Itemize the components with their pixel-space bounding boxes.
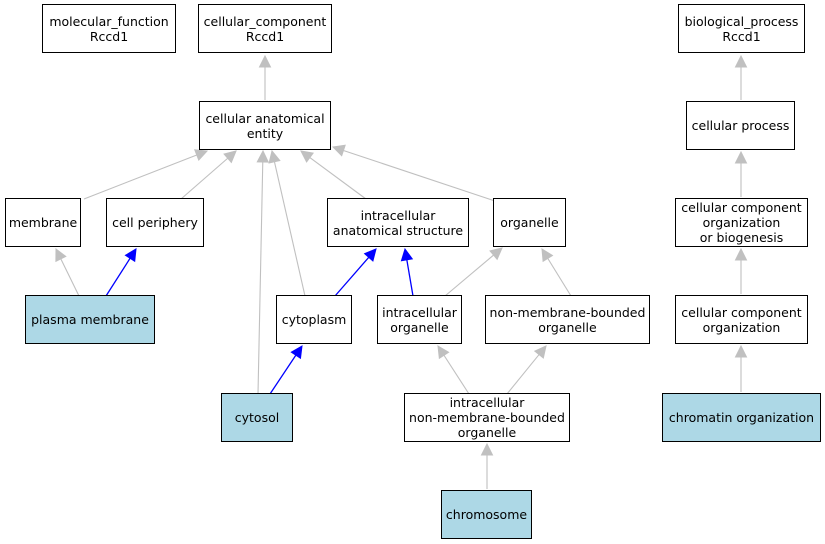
edge-line [269,354,297,395]
edge-cytosol-to-cytoplasm [269,345,303,395]
edge-arrowhead [437,345,450,360]
edge-line [343,149,496,202]
node-cc-organization-or-biogenesis[interactable]: cellular component organization or bioge… [675,198,808,247]
edge-cytoplasm-to-cellular-anatomical-entity [268,149,306,297]
node-molecular-function[interactable]: molecular_function Rccd1 [42,4,176,53]
node-cellular-component[interactable]: cellular_component Rccd1 [198,4,332,53]
edge-line [273,161,306,297]
node-chromosome[interactable]: chromosome [441,490,532,539]
edge-arrowhead [533,345,547,359]
edge-line [180,157,229,200]
edge-chromatin-organization-to-cc-organization [734,344,748,392]
edge-line [257,161,264,395]
edge-arrowhead [193,149,209,162]
edge-plasma-membrane-to-cell-periphery [105,248,137,297]
edge-arrowhead [480,442,494,456]
edge-arrowhead [734,344,748,358]
edge-chromosome-to-intracellular-nmb-organelle [480,442,494,489]
edge-line [309,157,367,200]
node-intracellular-nmb-organelle[interactable]: intracellular non-membrane-bounded organ… [404,393,570,442]
edge-cytosol-to-cellular-anatomical-entity [256,149,270,395]
edge-line [334,256,370,297]
edge-arrowhead [223,150,237,164]
edge-cc-organization-or-biogenesis-to-cellular-process [734,150,748,197]
node-non-membrane-bounded-organelle[interactable]: non-membrane-bounded organelle [485,295,650,344]
node-chromatin-organization[interactable]: chromatin organization [662,393,821,442]
edge-line [506,354,540,395]
edge-arrowhead [258,54,272,68]
edge-organelle-to-cellular-anatomical-entity [331,144,496,202]
node-membrane[interactable]: membrane [5,198,81,247]
edge-non-membrane-bounded-organelle-to-organelle [541,248,572,297]
edge-cellular-anatomical-entity-to-cellular-component [258,54,272,100]
node-plasma-membrane[interactable]: plasma membrane [25,295,155,344]
edge-cc-organization-to-cc-organization-or-biogenesis [734,247,748,294]
edge-arrowhead [541,248,554,263]
edge-intracellular-anatomical-structure-to-cellular-anatomical-entity [300,150,367,200]
edge-membrane-to-cellular-anatomical-entity [83,149,209,200]
edge-line [105,257,131,297]
edge-line [406,259,414,297]
edge-arrowhead [400,247,414,262]
edge-arrowhead [363,248,377,262]
edge-arrowhead [268,149,281,164]
edge-cytoplasm-to-intracellular-anatomical-structure [334,248,377,297]
edge-arrowhead [300,150,314,163]
edge-plasma-membrane-to-membrane [55,247,80,297]
edge-arrowhead [489,247,503,261]
node-biological-process[interactable]: biological_process Rccd1 [678,4,805,53]
node-cytosol[interactable]: cytosol [221,393,293,442]
edge-intracellular-nmb-organelle-to-intracellular-organelle [437,345,470,395]
edge-intracellular-nmb-organelle-to-non-membrane-bounded-organelle [506,345,547,395]
edge-arrowhead [734,150,748,164]
node-intracellular-organelle[interactable]: intracellular organelle [377,295,462,344]
edge-arrowhead [331,144,346,157]
edge-cell-periphery-to-cellular-anatomical-entity [180,150,237,200]
node-organelle[interactable]: organelle [493,198,566,247]
node-cellular-anatomical-entity[interactable]: cellular anatomical entity [199,101,331,150]
edge-line [547,258,572,297]
edge-arrowhead [124,248,137,263]
edge-intracellular-organelle-to-organelle [444,247,503,297]
node-cellular-process[interactable]: cellular process [686,101,795,150]
edge-line [60,258,80,297]
edge-arrowhead [734,54,748,68]
node-cytoplasm[interactable]: cytoplasm [276,295,352,344]
edge-line [444,254,494,297]
edge-arrowhead [734,247,748,261]
node-intracellular-anatomical-structure[interactable]: intracellular anatomical structure [327,198,469,247]
edge-arrowhead [256,149,270,163]
edge-arrowhead [55,247,67,263]
edge-cellular-process-to-biological-process [734,54,748,100]
edge-arrowhead [290,345,303,360]
edge-line [83,154,197,200]
edge-line [443,354,470,395]
node-cell-periphery[interactable]: cell periphery [106,198,204,247]
node-cc-organization[interactable]: cellular component organization [675,295,808,344]
edge-intracellular-organelle-to-intracellular-anatomical-structure [400,247,414,297]
